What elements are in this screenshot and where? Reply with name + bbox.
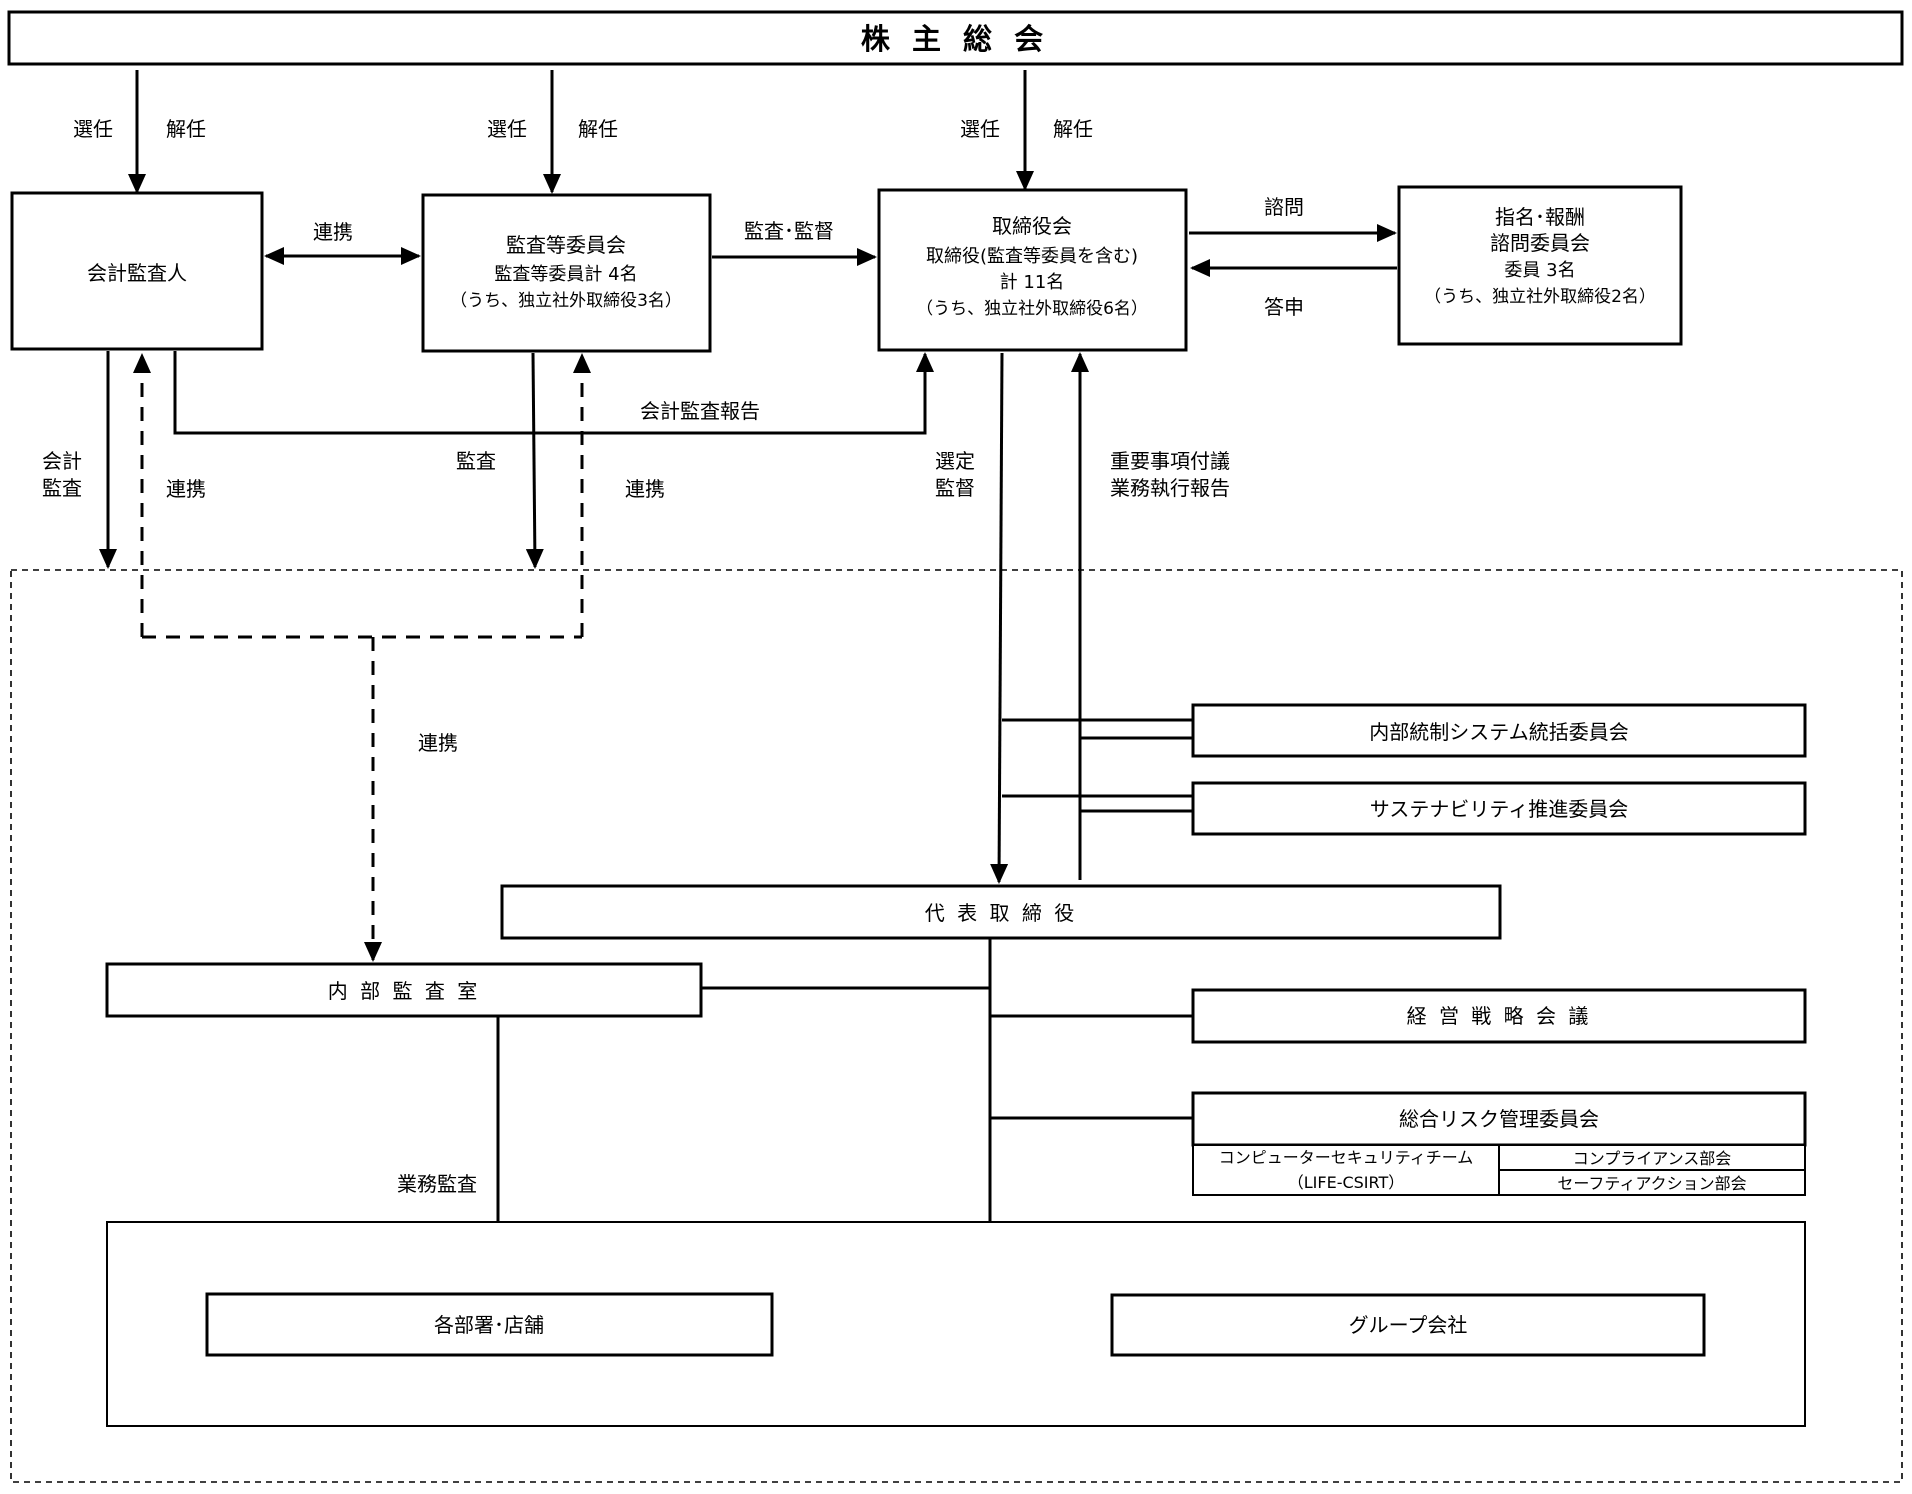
accounting-auditor-box: 会計監査人: [10, 191, 264, 351]
selection-arrow: [990, 352, 1009, 884]
group-companies-box: グループ会社: [1110, 1293, 1706, 1357]
internal-audit-office-label: 内 部 監 査 室: [328, 979, 480, 1003]
nomination-committee-members: 委員 3名: [1504, 260, 1575, 281]
safety-action-label: セーフティアクション部会: [1557, 1174, 1746, 1193]
nomination-committee-outside: （うち、独立社外取締役2名）: [1424, 287, 1656, 307]
group-companies-label: グループ会社: [1349, 1313, 1468, 1337]
audit-label: 監査: [456, 449, 496, 473]
company-region: [10, 569, 1903, 1483]
important-matters-label1: 重要事項付議: [1110, 449, 1230, 473]
cooperation-label-top: 連携: [313, 220, 353, 244]
accounting-audit-label1: 会計: [42, 449, 82, 473]
representative-director-box: 代 表 取 締 役: [500, 884, 1502, 940]
cooperation-label-auditor: 連携: [166, 477, 206, 501]
consultation-label: 諮問: [1264, 195, 1304, 219]
selection-label2: 監督: [935, 476, 975, 500]
answer-label: 答申: [1264, 295, 1304, 319]
compliance-label: コンプライアンス部会: [1573, 1149, 1732, 1168]
audit-supervision-label: 監査･監督: [744, 219, 834, 243]
departments-stores-box: 各部署･店舗: [205, 1292, 774, 1357]
management-strategy-box: 経 営 戦 略 会 議: [1191, 988, 1807, 1044]
nomination-committee-title2: 諮問委員会: [1490, 231, 1590, 255]
audit-committee-box: 監査等委員会 監査等委員計 4名 （うち、独立社外取締役3名）: [421, 193, 712, 353]
sustainability-committee-label: サステナビリティ推進委員会: [1370, 797, 1628, 821]
board-members: 取締役(監査等委員を含む): [926, 246, 1138, 267]
dismiss-label-board: 解任: [1053, 117, 1093, 141]
audit-committee-outside: （うち、独立社外取締役3名）: [450, 291, 682, 311]
shareholders-meeting-label: 株 主 総 会: [861, 22, 1049, 56]
departments-stores-label: 各部署･店舗: [434, 1313, 544, 1337]
audit-arrow: [525, 352, 544, 569]
shareholders-meeting-box: 株 主 総 会: [7, 10, 1904, 66]
risk-committee-box: 総合リスク管理委員会 コンピューターセキュリティチーム （LIFE-CSIRT）…: [1191, 1091, 1807, 1196]
audit-committee-members: 監査等委員計 4名: [494, 264, 637, 285]
cooperation-label-internal: 連携: [418, 731, 458, 755]
appoint-label-board: 選任: [960, 117, 1000, 141]
appoint-label-auditor: 選任: [73, 117, 113, 141]
accounting-audit-label2: 監査: [42, 476, 82, 500]
board-outside: （うち、独立社外取締役6名）: [916, 299, 1148, 319]
sustainability-committee-box: サステナビリティ推進委員会: [1191, 781, 1807, 836]
selection-label1: 選定: [935, 449, 975, 473]
operational-audit-label: 業務監査: [397, 1172, 477, 1196]
appoint-label-audit-committee: 選任: [487, 117, 527, 141]
nomination-committee-box: 指名･報酬 諮問委員会 委員 3名 （うち、独立社外取締役2名）: [1397, 185, 1683, 346]
representative-director-label: 代 表 取 締 役: [925, 901, 1077, 925]
risk-committee-label: 総合リスク管理委員会: [1399, 1107, 1599, 1131]
management-strategy-label: 経 営 戦 略 会 議: [1407, 1004, 1592, 1028]
nomination-committee-title1: 指名･報酬: [1495, 205, 1585, 229]
security-team-label2: （LIFE-CSIRT）: [1288, 1173, 1405, 1192]
board-title: 取締役会: [992, 214, 1072, 238]
internal-audit-office-box: 内 部 監 査 室: [105, 962, 703, 1018]
security-team-label1: コンピューターセキュリティチーム: [1219, 1148, 1474, 1167]
dismiss-label-audit-committee: 解任: [578, 117, 618, 141]
internal-control-committee-box: 内部統制システム統括委員会: [1191, 703, 1807, 758]
board-count: 計 11名: [1000, 272, 1065, 293]
cooperation-label-audit-committee: 連携: [625, 477, 665, 501]
dismiss-label-auditor: 解任: [166, 117, 206, 141]
internal-control-committee-label: 内部統制システム統括委員会: [1369, 720, 1628, 744]
accounting-audit-report-line: [173, 351, 934, 435]
audit-committee-title: 監査等委員会: [506, 233, 626, 257]
important-matters-label2: 業務執行報告: [1110, 476, 1230, 500]
accounting-auditor-label: 会計監査人: [87, 261, 187, 285]
accounting-audit-report-label: 会計監査報告: [640, 399, 760, 423]
board-box: 取締役会 取締役(監査等委員を含む) 計 11名 （うち、独立社外取締役6名）: [877, 188, 1188, 352]
